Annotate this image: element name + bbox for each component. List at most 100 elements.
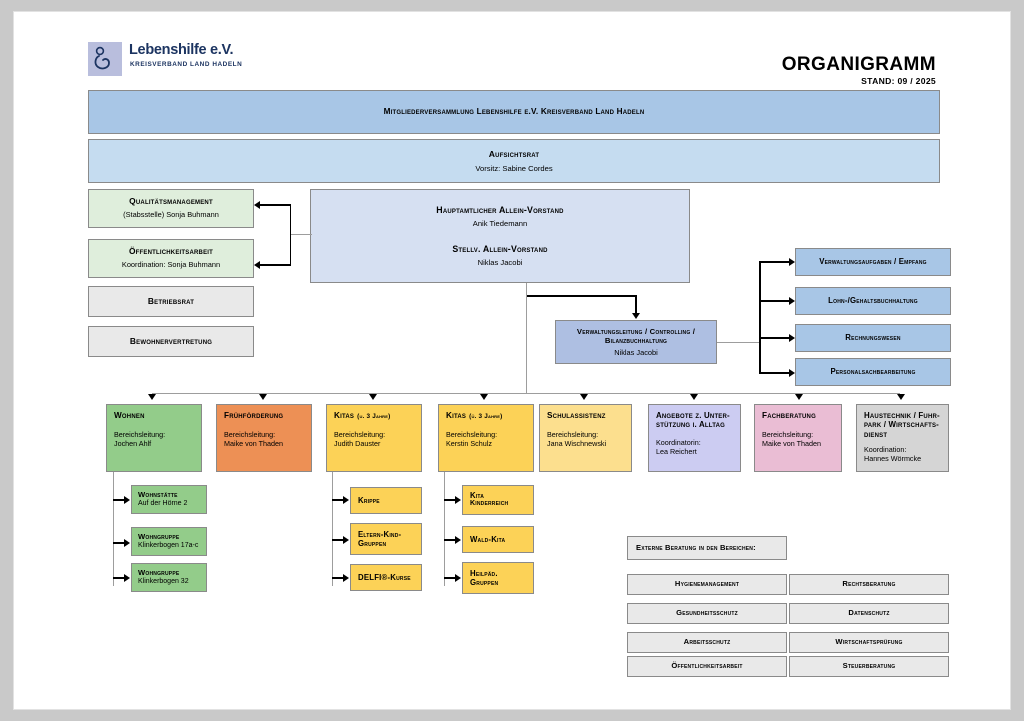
department-title: Kitas <box>446 411 467 420</box>
connector <box>526 295 637 297</box>
external-advisory-heading: Externe Beratung in den Bereichen: <box>627 536 787 560</box>
organigramm-page: Lebenshilfe e.V. KREISVERBAND LAND HADEL… <box>14 12 1010 709</box>
connector <box>332 539 345 541</box>
department-angebote-unterstuetzung: Angebote z. Unter- stützung i. Alltag Ko… <box>648 404 741 472</box>
arrow-icon <box>148 394 156 400</box>
connector <box>759 372 791 374</box>
sub-box-title-line2: Gruppen <box>470 578 499 587</box>
sub-box-wohngruppe-32: Wohngruppe Klinkerbogen 32 <box>131 563 207 592</box>
department-person: Jochen Ahlf <box>114 438 152 448</box>
connector <box>759 261 791 263</box>
logo-wordmark: Lebenshilfe e.V. <box>129 42 234 58</box>
department-kitas-u3: Kitas (u. 3 Jahre) Bereichsleitung: Judi… <box>326 404 422 472</box>
box-qualitaetsmanagement: Qualitätsmanagement (Stabsstelle) Sonja … <box>88 189 254 228</box>
arrow-icon <box>124 539 130 547</box>
box-bewohnervertretung: Bewohnervertretung <box>88 326 254 357</box>
arrow-icon <box>580 394 588 400</box>
external-item-arbeitsschutz: Arbeitsschutz <box>627 632 787 653</box>
department-title: Fachberatung <box>762 411 816 420</box>
arrow-icon <box>480 394 488 400</box>
sub-box-subtitle: Auf der Hörne 2 <box>138 499 188 507</box>
connector-trunk <box>444 472 445 586</box>
box-subtitle: Niklas Jacobi <box>614 347 658 357</box>
connector <box>444 539 457 541</box>
arrow-icon <box>789 369 795 377</box>
box-title: Bewohnervertretung <box>129 335 213 346</box>
department-title: Kitas <box>334 411 355 420</box>
sub-box-subtitle: Klinkerbogen 32 <box>138 577 189 585</box>
box-verwaltungsleitung: Verwaltungsleitung / Controlling / Bilan… <box>555 320 717 364</box>
box-rechnungswesen: Rechnungswesen <box>795 324 951 352</box>
arrow-icon <box>789 258 795 266</box>
vorstand-name-1: Anik Tiedemann <box>472 219 528 229</box>
box-mitgliederversammlung: Mitgliederversammlung Lebenshilfe e.V. K… <box>88 90 940 134</box>
sub-box-wohngruppe-17: Wohngruppe Klinkerbogen 17a-c <box>131 527 207 556</box>
connector-trunk <box>113 472 114 586</box>
department-title: Wohnen <box>114 411 145 420</box>
connector <box>759 300 791 302</box>
logo-subtitle: KREISVERBAND LAND HADELN <box>130 61 243 68</box>
sub-box-subtitle: Kinderreich <box>470 500 509 508</box>
box-title: Lohn-/Gehaltsbuchhaltung <box>828 296 918 306</box>
sub-box-title: Krippe <box>358 495 380 505</box>
connector-bus <box>759 262 761 374</box>
box-subtitle: Vorsitz: Sabine Cordes <box>475 163 553 173</box>
connector <box>113 542 126 544</box>
box-title: Personalsachbearbeitung <box>830 367 916 377</box>
connector <box>113 499 126 501</box>
arrow-icon <box>789 334 795 342</box>
vorstand-role-1: Hauptamtlicher Allein-Vorstand <box>436 204 564 215</box>
vorstand-name-2: Niklas Jacobi <box>477 257 523 267</box>
sub-box-title: Kita <box>470 491 485 501</box>
sub-box-krippe: Krippe <box>350 487 422 514</box>
box-title: Rechnungswesen <box>845 333 901 343</box>
box-betriebsrat: Betriebsrat <box>88 286 254 317</box>
department-role: Bereichsleitung: <box>547 429 599 439</box>
connector <box>260 264 291 266</box>
department-role: Koordinatorin: <box>656 437 701 447</box>
sub-box-kita-kinderreich: Kita Kinderreich <box>462 485 534 515</box>
lebenshilfe-person-icon <box>88 42 122 76</box>
arrow-icon <box>455 574 461 582</box>
connector <box>113 577 126 579</box>
department-person: Maike von Thaden <box>224 438 284 448</box>
box-subtitle: (Stabsstelle) Sonja Buhmann <box>123 210 219 220</box>
department-title-note: (u. 3 Jahre) <box>357 413 391 420</box>
sub-box-title: DELFI®-Kurse <box>358 572 411 582</box>
external-item-label: Arbeitsschutz <box>683 637 731 647</box>
department-title: Angebote z. Unter- <box>656 411 730 420</box>
department-wohnen: Wohnen Bereichsleitung: Jochen Ahlf <box>106 404 202 472</box>
sub-box-title: Eltern-Kind- <box>358 529 402 539</box>
box-title-line1: Verwaltungsleitung / Controlling / <box>576 326 696 336</box>
connector <box>332 577 345 579</box>
sub-box-title: Wohnstätte <box>138 489 178 499</box>
box-verwaltungsaufgaben-empfang: Verwaltungsaufgaben / Empfang <box>795 248 951 276</box>
department-person: Jana Wischnewski <box>547 438 607 448</box>
external-item-label: Gesundheitsschutz <box>676 608 738 618</box>
box-vorstand: Hauptamtlicher Allein-Vorstand Anik Tied… <box>310 189 690 283</box>
arrow-icon <box>795 394 803 400</box>
department-person: Kerstin Schulz <box>446 438 492 448</box>
page-title-date: STAND: 09 / 2025 <box>861 76 936 86</box>
department-role: Koordination: <box>864 444 907 454</box>
department-person: Judith Dauster <box>334 438 381 448</box>
sub-box-eltern-kind-gruppen: Eltern-Kind- Gruppen <box>350 523 422 555</box>
arrow-icon <box>369 394 377 400</box>
sub-box-wald-kita: Wald-Kita <box>462 526 534 553</box>
department-fachberatung: Fachberatung Bereichsleitung: Maike von … <box>754 404 842 472</box>
connector-trunk <box>332 472 333 586</box>
department-title-line2: park / Wirtschafts- <box>864 420 940 430</box>
arrow-icon <box>789 297 795 305</box>
arrow-icon <box>343 574 349 582</box>
arrow-icon <box>455 496 461 504</box>
department-title-line2: stützung i. Alltag <box>656 420 726 430</box>
external-heading-text: Externe Beratung in den Bereichen: <box>636 542 756 552</box>
box-title: Qualitätsmanagement <box>129 196 213 207</box>
company-logo: Lebenshilfe e.V. KREISVERBAND LAND HADEL… <box>88 42 248 78</box>
connector-department-bus <box>152 393 900 394</box>
sub-box-delfi-kurse: DELFI®-Kurse <box>350 564 422 591</box>
department-title: Schulassistenz <box>547 411 606 420</box>
arrow-icon <box>690 394 698 400</box>
box-personalsachbearbeitung: Personalsachbearbeitung <box>795 358 951 386</box>
department-kitas-ue3: Kitas (ü. 3 Jahre) Bereichsleitung: Kers… <box>438 404 534 472</box>
